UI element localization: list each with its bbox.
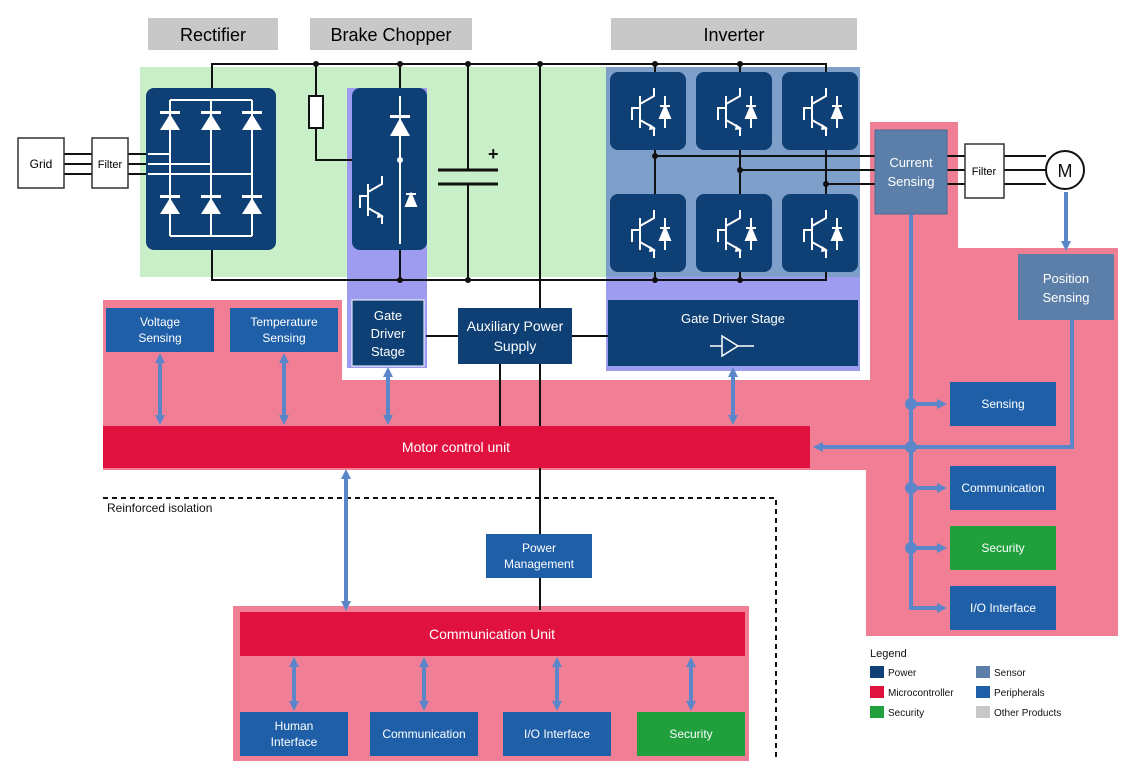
right-communication: Communication — [950, 466, 1056, 510]
comm-unit-io-interface-label: I/O Interface — [524, 727, 590, 741]
aux-power-line2: Supply — [494, 338, 537, 354]
legend-label-power: Power — [888, 668, 917, 679]
comm-unit-security: Security — [637, 712, 745, 756]
temperature-sensing-line1: Temperature — [250, 315, 318, 329]
motor-control-unit: Motor control unit — [103, 426, 810, 468]
communication-unit-label: Communication Unit — [429, 626, 555, 642]
legend-item-other-products: Other Products — [976, 706, 1061, 719]
brake-resistor — [308, 95, 324, 129]
current-sensing-line2: Sensing — [888, 174, 935, 189]
position-sensing: Position Sensing — [1018, 254, 1114, 320]
right-sensing: Sensing — [950, 382, 1056, 426]
amplifier-icon — [710, 334, 754, 358]
legend-label-peripherals: Peripherals — [994, 688, 1045, 699]
header-rectifier: Rectifier — [148, 18, 278, 50]
gate-driver-stage-brake: Gate Driver Stage — [351, 299, 425, 367]
auxiliary-power-supply: Auxiliary Power Supply — [458, 308, 572, 364]
right-communication-label: Communication — [961, 481, 1044, 495]
right-io-interface: I/O Interface — [950, 586, 1056, 630]
motor-control-unit-label: Motor control unit — [402, 439, 510, 455]
current-sensing-line1: Current — [889, 155, 933, 170]
legend-item-peripherals: Peripherals — [976, 686, 1045, 699]
inverter-igbt-array — [610, 72, 858, 272]
power-management-line2: Management — [504, 557, 575, 571]
arrow-junction-dots — [905, 398, 917, 554]
header-brake-chopper-label: Brake Chopper — [330, 25, 451, 45]
right-security-label: Security — [981, 541, 1024, 555]
capacitor-plus-label: + — [488, 144, 499, 164]
legend-item-security: Security — [870, 706, 924, 719]
header-rectifier-label: Rectifier — [180, 25, 246, 45]
human-interface-line1: Human — [275, 719, 314, 733]
reinforced-isolation-label: Reinforced isolation — [107, 501, 212, 515]
motor-icon: M — [1045, 150, 1085, 190]
input-filter-label: Filter — [98, 159, 123, 171]
communication-unit: Communication Unit — [240, 612, 745, 656]
header-inverter: Inverter — [611, 18, 857, 50]
human-interface-line2: Interface — [271, 735, 318, 749]
grid-label: Grid — [30, 157, 53, 171]
reinforced-isolation-boundary: Reinforced isolation — [103, 497, 777, 760]
output-filter-box: Filter — [964, 143, 1005, 199]
gate-driver-line1: Gate — [374, 308, 402, 323]
gate-driver-line2: Driver — [371, 326, 406, 341]
right-io-interface-label: I/O Interface — [970, 601, 1036, 615]
current-sensing: Current Sensing — [874, 129, 948, 215]
legend: Legend Power Sensor Microcontroller Peri… — [870, 648, 1061, 719]
legend-label-sensor: Sensor — [994, 668, 1026, 679]
position-sensing-line1: Position — [1043, 271, 1089, 286]
temperature-sensing: Temperature Sensing — [230, 308, 338, 352]
comm-unit-io-interface: I/O Interface — [503, 712, 611, 756]
right-security: Security — [950, 526, 1056, 570]
dc-link-capacitor: + — [438, 144, 499, 186]
gate-driver-stage-label: Gate Driver Stage — [681, 311, 785, 326]
legend-title: Legend — [870, 648, 907, 660]
bus-junction-dots — [313, 61, 829, 283]
output-filter-label: Filter — [972, 166, 997, 178]
input-filter-box: Filter — [91, 137, 129, 189]
legend-item-sensor: Sensor — [976, 666, 1026, 679]
power-management-line1: Power — [522, 541, 556, 555]
motor-label: M — [1058, 161, 1073, 181]
comm-unit-communication: Communication — [370, 712, 478, 756]
brake-chopper-switch — [352, 88, 427, 250]
comm-unit-security-label: Security — [669, 727, 712, 741]
legend-label-other-products: Other Products — [994, 708, 1061, 719]
legend-item-microcontroller: Microcontroller — [870, 686, 954, 699]
temperature-sensing-line2: Sensing — [262, 331, 305, 345]
header-brake-chopper: Brake Chopper — [310, 18, 472, 50]
legend-item-power: Power — [870, 666, 917, 679]
gate-driver-stage-inverter: Gate Driver Stage — [608, 300, 858, 366]
position-sensing-line2: Sensing — [1043, 290, 1090, 305]
aux-power-line1: Auxiliary Power — [467, 318, 564, 334]
legend-label-microcontroller: Microcontroller — [888, 688, 954, 699]
grid-box: Grid — [17, 137, 65, 189]
right-sensing-label: Sensing — [981, 397, 1024, 411]
power-management: Power Management — [486, 534, 592, 578]
voltage-sensing: Voltage Sensing — [106, 308, 214, 352]
voltage-sensing-line1: Voltage — [140, 315, 180, 329]
rectifier-bridge — [146, 88, 276, 250]
legend-label-security: Security — [888, 708, 924, 719]
pink-zone-left — [103, 122, 1118, 636]
gate-driver-line3: Stage — [371, 344, 405, 359]
voltage-sensing-line2: Sensing — [138, 331, 181, 345]
human-interface: Human Interface — [240, 712, 348, 756]
comm-unit-communication-label: Communication — [382, 727, 465, 741]
header-inverter-label: Inverter — [703, 25, 764, 45]
